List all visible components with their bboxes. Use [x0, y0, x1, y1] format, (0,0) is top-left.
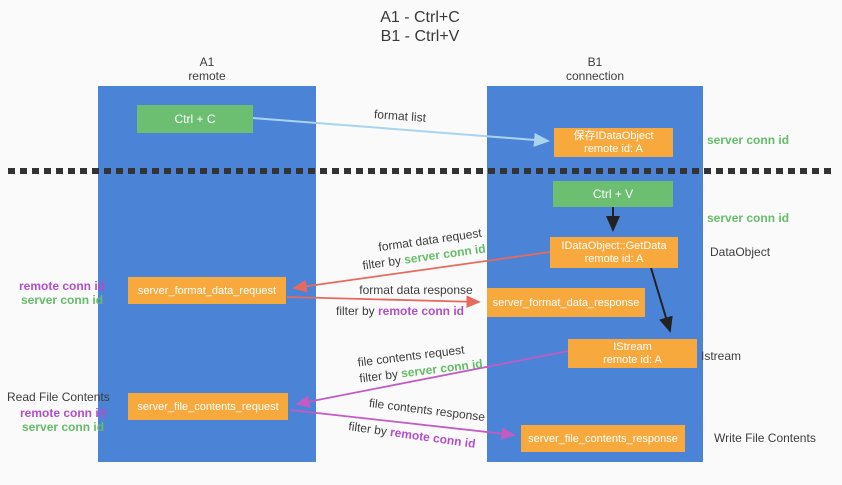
server-format-data-request-box: server_format_data_request	[128, 277, 286, 304]
getdata-line1: IDataObject::GetData	[561, 239, 667, 252]
server-file-contents-request-label: server_file_contents_request	[137, 400, 279, 413]
title-line-1: A1 - Ctrl+C	[380, 9, 460, 26]
server-format-data-request-label: server_format_data_request	[137, 284, 277, 297]
read-file-contents-label: Read File Contents	[7, 390, 110, 404]
filter-remote-conn-id: remote conn id	[378, 304, 465, 318]
format-response-filter-label: filter by remote conn id	[320, 304, 480, 318]
write-file-contents-label: Write File Contents	[714, 431, 816, 445]
file-request-remote-conn-id-label: remote conn id	[20, 406, 107, 420]
format-request-server-conn-id-label: server conn id	[21, 293, 104, 307]
server-conn-id-mid-label: server conn id	[707, 211, 790, 225]
dotted-separator	[8, 168, 836, 174]
save-idataobject-box: 保存IDataObject remote id: A	[554, 128, 673, 157]
file-request-server-conn-id-label: server conn id	[22, 420, 105, 434]
file-response-filter-label: filter by remote conn id	[332, 417, 492, 453]
format-list-label: format list	[373, 107, 427, 125]
filter-by-text: filter by	[347, 419, 392, 439]
ctrl-v-label: Ctrl + V	[592, 187, 634, 201]
save-idataobject-line2: remote id: A	[584, 142, 643, 155]
filter-by-text: filter by	[361, 252, 406, 273]
lane-right-subtitle: connection	[565, 69, 625, 83]
ctrl-c-label: Ctrl + C	[174, 112, 216, 126]
page-title: A1 - Ctrl+C B1 - Ctrl+V	[300, 8, 540, 46]
getdata-line2: remote id: A	[584, 252, 644, 265]
format-data-response-label: format data response	[359, 283, 473, 297]
server-file-contents-response-box: server_file_contents_response	[521, 425, 685, 452]
ctrl-c-box: Ctrl + C	[137, 105, 253, 133]
ctrl-v-box: Ctrl + V	[553, 181, 673, 207]
title-line-2: B1 - Ctrl+V	[380, 28, 460, 45]
istream-side-label: Istream	[701, 349, 742, 363]
save-idataobject-line1: 保存IDataObject	[573, 129, 654, 142]
istream-line1: IStream	[613, 340, 652, 353]
dataobject-label: DataObject	[710, 245, 771, 259]
istream-box: IStream remote id: A	[568, 339, 697, 368]
getdata-box: IDataObject::GetData remote id: A	[550, 237, 678, 268]
server-file-contents-response-label: server_file_contents_response	[528, 432, 678, 445]
server-conn-id-top-label: server conn id	[707, 133, 790, 147]
server-format-data-response-box: server_format_data_response	[487, 288, 645, 317]
lane-right-title: B1	[587, 55, 603, 69]
filter-by-text: filter by	[335, 304, 378, 318]
lane-left-title: A1	[199, 55, 215, 69]
filter-remote-conn-id: remote conn id	[389, 425, 477, 451]
server-file-contents-request-box: server_file_contents_request	[128, 393, 288, 420]
istream-line2: remote id: A	[603, 353, 662, 366]
filter-by-text: filter by	[358, 366, 402, 386]
lane-header-left: A1 remote	[98, 55, 316, 83]
lane-header-right: B1 connection	[487, 55, 703, 83]
lane-left-subtitle: remote	[188, 69, 226, 83]
format-request-remote-conn-id-label: remote conn id	[19, 279, 106, 293]
server-format-data-response-label: server_format_data_response	[492, 296, 640, 309]
